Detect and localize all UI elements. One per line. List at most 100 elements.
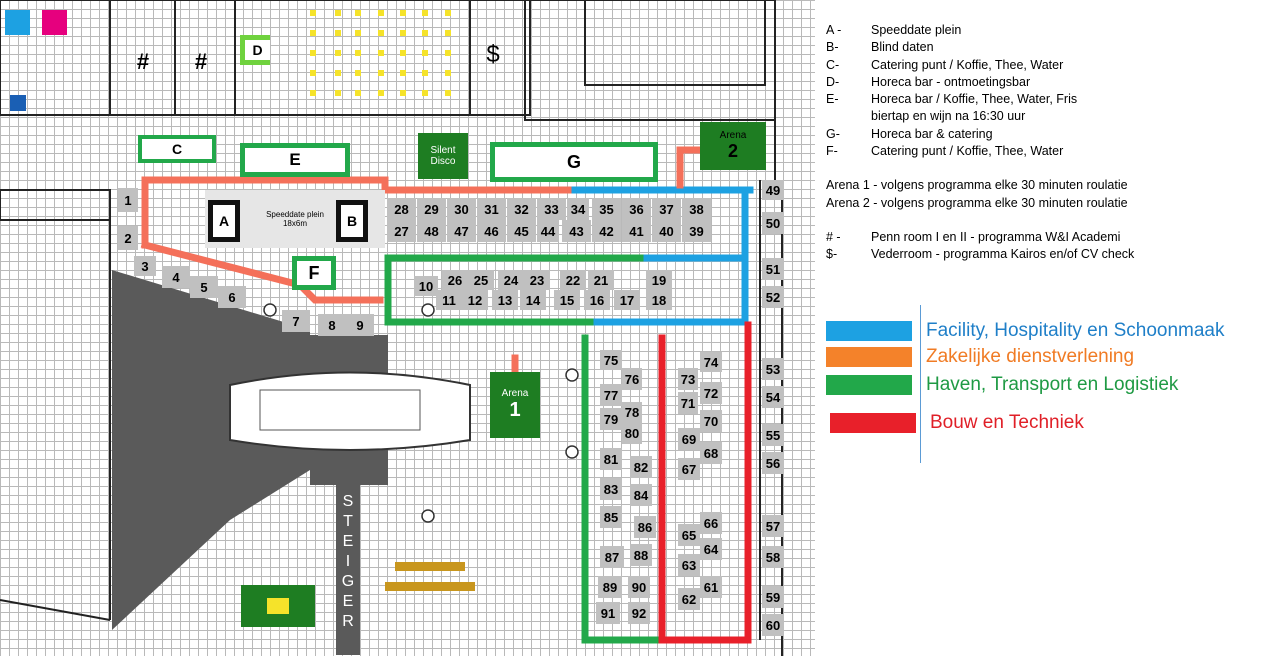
booth: 70 (700, 410, 722, 432)
booth: 26 (442, 270, 468, 290)
veder-room-wall (469, 0, 531, 116)
sector-legend-item: Haven, Transport en Logistiek (826, 371, 1178, 399)
sector-swatch (826, 375, 912, 395)
booth: 65 (678, 524, 700, 546)
booth: 56 (762, 452, 784, 474)
booth: 6 (218, 286, 246, 308)
sector-label: Zakelijke dienstverlening (926, 346, 1135, 367)
booth: 24 (498, 270, 524, 290)
arena-1-label: Arena (501, 388, 529, 399)
map-drawing (0, 0, 783, 656)
booth: 23 (524, 270, 550, 290)
legend-desc: Catering punt / Koffie, Thee, Water (871, 144, 1064, 159)
zone-hash-2: # (194, 49, 208, 74)
booth: 2 (118, 226, 138, 250)
bench-1 (395, 562, 465, 571)
booth: 9 (346, 314, 374, 336)
legend-arena-1: Arena 1 - volgens programma elke 30 minu… (826, 178, 1128, 193)
toilet-women-icon (42, 10, 67, 35)
booth: 25 (468, 270, 494, 290)
legend-desc: biertap en wijn na 16:30 uur (871, 109, 1026, 124)
booth: 68 (700, 442, 722, 464)
booth: 61 (700, 576, 722, 598)
legend-desc: Horeca bar - ontmoetingsbar (871, 74, 1031, 89)
booth: 54 (762, 386, 784, 408)
booth: 59 (762, 586, 784, 608)
legend-key: D- (826, 74, 840, 89)
booth: 43 (562, 220, 591, 242)
booth: 4 (162, 266, 190, 288)
sector-legend-item: Zakelijke dienstverlening (826, 343, 1134, 371)
booth: 74 (700, 352, 722, 372)
booth: 3 (134, 256, 156, 276)
booth: 35 (592, 198, 621, 220)
booth: 38 (682, 198, 711, 220)
steiger-letter: I (345, 553, 351, 570)
booth: 18 (646, 290, 672, 310)
legend-desc: Catering punt / Koffie, Thee, Water (871, 57, 1064, 72)
legend-key: E- (826, 92, 839, 107)
booth: 69 (678, 428, 700, 450)
booth: 29 (417, 198, 446, 220)
zone-a: A (208, 200, 240, 242)
booth: 84 (630, 484, 652, 506)
speeddate-size: 18x6m (282, 219, 307, 228)
bench-2 (385, 582, 475, 591)
booth: 10 (414, 276, 438, 296)
legend-row: E-Horeca bar / Koffie, Thee, Water, Fris (826, 91, 1266, 108)
legend-desc: Speeddate plein (871, 23, 962, 37)
legend-row: biertap en wijn na 16:30 uur (826, 108, 1266, 125)
booth: 46 (477, 220, 506, 242)
silent-disco-line2: Disco (430, 156, 456, 167)
steiger-letter: E (342, 593, 354, 610)
silent-disco-line1: Silent (430, 145, 456, 156)
booth: 34 (567, 198, 589, 220)
sector-divider (920, 305, 921, 463)
sector-routes (140, 146, 754, 644)
legend-row: B-Blind daten (826, 39, 1266, 56)
legend-row: C- Catering punt / Koffie, Thee, Water (826, 57, 1266, 74)
booth: 32 (507, 198, 536, 220)
zone-b: B (336, 200, 368, 242)
booth: 81 (600, 448, 622, 470)
pier-shape (112, 270, 310, 630)
booth: 40 (652, 220, 681, 242)
arena-2: Arena 2 (700, 122, 766, 170)
steiger-letter: G (341, 573, 355, 590)
booth: 64 (700, 538, 722, 560)
legend-row: D- Horeca bar - ontmoetingsbar (826, 74, 1266, 91)
legend-row-dollar: $- Vederroom - programma Kairos en/of CV… (826, 246, 1266, 263)
booth: 62 (678, 588, 700, 610)
booth: 39 (682, 220, 711, 242)
booth: 71 (678, 392, 698, 414)
hanger-icon (267, 598, 289, 614)
legend-desc: Vederroom - programma Kairos en/of CV ch… (871, 247, 1135, 262)
arena-1-number: 1 (509, 399, 521, 421)
booth: 37 (652, 198, 681, 220)
booth: 87 (600, 546, 624, 568)
booth: 21 (588, 270, 614, 290)
booth: 16 (584, 290, 610, 310)
booth: 7 (282, 310, 310, 332)
seating-grid (310, 10, 451, 96)
ship-outline (229, 371, 471, 451)
booth: 51 (762, 258, 784, 280)
legend-key: A - (826, 23, 842, 37)
booth: 8 (318, 314, 346, 336)
legend-desc: Penn room I en II - programma W&I Academ… (871, 229, 1121, 244)
zone-g: G (490, 142, 658, 182)
legend-key: G- (826, 126, 840, 141)
sector-swatch (830, 413, 916, 433)
booth: 14 (520, 290, 546, 310)
booth: 52 (762, 286, 784, 308)
booth: 86 (634, 516, 656, 538)
booth: 89 (598, 576, 622, 598)
booth: 77 (600, 384, 622, 406)
booth: 27 (387, 220, 416, 242)
booth: 49 (762, 180, 784, 200)
legend-key: C- (826, 57, 840, 72)
booth: 48 (417, 220, 446, 242)
booth: 55 (762, 424, 784, 446)
booth: 73 (678, 368, 698, 390)
